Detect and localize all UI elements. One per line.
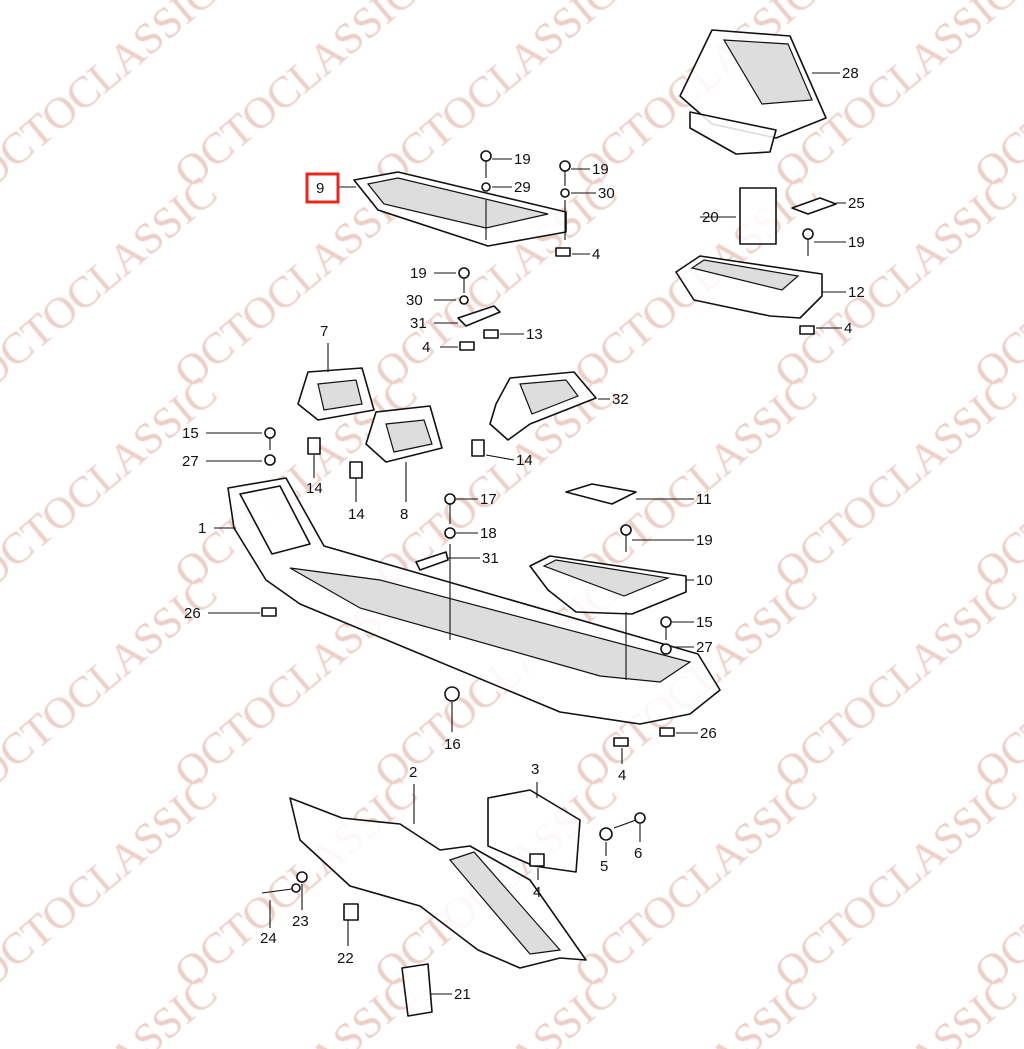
part-label-27: 27 [182, 453, 199, 470]
leader-lines [206, 72, 846, 995]
part-label-10: 10 [696, 572, 713, 589]
part-32-vent [489, 371, 597, 441]
part-label-24: 24 [260, 930, 277, 947]
part-label-12: 12 [848, 284, 865, 301]
part-label-16: 16 [444, 736, 461, 753]
part-label-8: 8 [400, 506, 408, 523]
part-label-26: 26 [700, 725, 717, 742]
part-label-13: 13 [526, 326, 543, 343]
part-label-19: 19 [592, 161, 609, 178]
part-9-tray [353, 171, 567, 247]
part-label-29: 29 [514, 179, 531, 196]
part-8-vent [365, 405, 443, 463]
part-label-30: 30 [598, 185, 615, 202]
part-label-21: 21 [454, 986, 471, 1003]
part-12-tray [675, 255, 823, 319]
part-label-31: 31 [482, 550, 499, 567]
part-label-11: 11 [696, 491, 712, 508]
part-label-9: 9 [316, 180, 324, 197]
part-21-cap [401, 963, 433, 1017]
part-label-20: 20 [702, 209, 719, 226]
part-label-26: 26 [184, 605, 201, 622]
part-labels: 2819291930942025191241930311347321527141… [182, 65, 865, 1003]
part-label-31: 31 [410, 315, 427, 332]
part-3-side-panel [487, 789, 581, 873]
part-10-tray [529, 555, 687, 615]
part-label-19: 19 [696, 532, 713, 549]
part-label-19: 19 [514, 151, 531, 168]
part-label-30: 30 [406, 292, 423, 309]
part-label-6: 6 [634, 845, 642, 862]
part-label-14: 14 [348, 506, 365, 523]
part-label-2: 2 [409, 764, 417, 781]
part-31-bracket [457, 305, 501, 327]
part-2-lower-console [289, 797, 587, 969]
part-label-18: 18 [480, 525, 497, 542]
part-label-1: 1 [198, 520, 206, 537]
part-label-25: 25 [848, 195, 865, 212]
highlight-box [305, 172, 340, 204]
part-label-5: 5 [600, 858, 608, 875]
part-20-pad [739, 187, 777, 245]
small-fasteners [261, 150, 815, 894]
part-label-27: 27 [696, 639, 713, 656]
part-label-15: 15 [696, 614, 713, 631]
part-label-32: 32 [612, 391, 629, 408]
part-label-19: 19 [848, 234, 865, 251]
part-label-23: 23 [292, 913, 309, 930]
part-7-vent [297, 367, 375, 421]
part-label-3: 3 [531, 761, 539, 778]
part-11-cover [565, 483, 637, 505]
part-label-17: 17 [480, 491, 497, 508]
part-label-4: 4 [844, 320, 852, 337]
part-label-14: 14 [306, 480, 323, 497]
part-label-4: 4 [533, 884, 541, 901]
part-label-22: 22 [337, 950, 354, 967]
part-label-4: 4 [618, 767, 626, 784]
part-25-gasket [791, 197, 837, 215]
part-label-7: 7 [320, 323, 328, 340]
part-label-4: 4 [592, 246, 600, 263]
part-label-19: 19 [410, 265, 427, 282]
part-28-shifter-console [679, 29, 827, 155]
part-label-28: 28 [842, 65, 859, 82]
part-22-clip [343, 903, 359, 921]
part-label-4: 4 [422, 339, 430, 356]
part-1-center-console [227, 477, 721, 725]
part-label-15: 15 [182, 425, 199, 442]
part-label-14: 14 [516, 452, 533, 469]
